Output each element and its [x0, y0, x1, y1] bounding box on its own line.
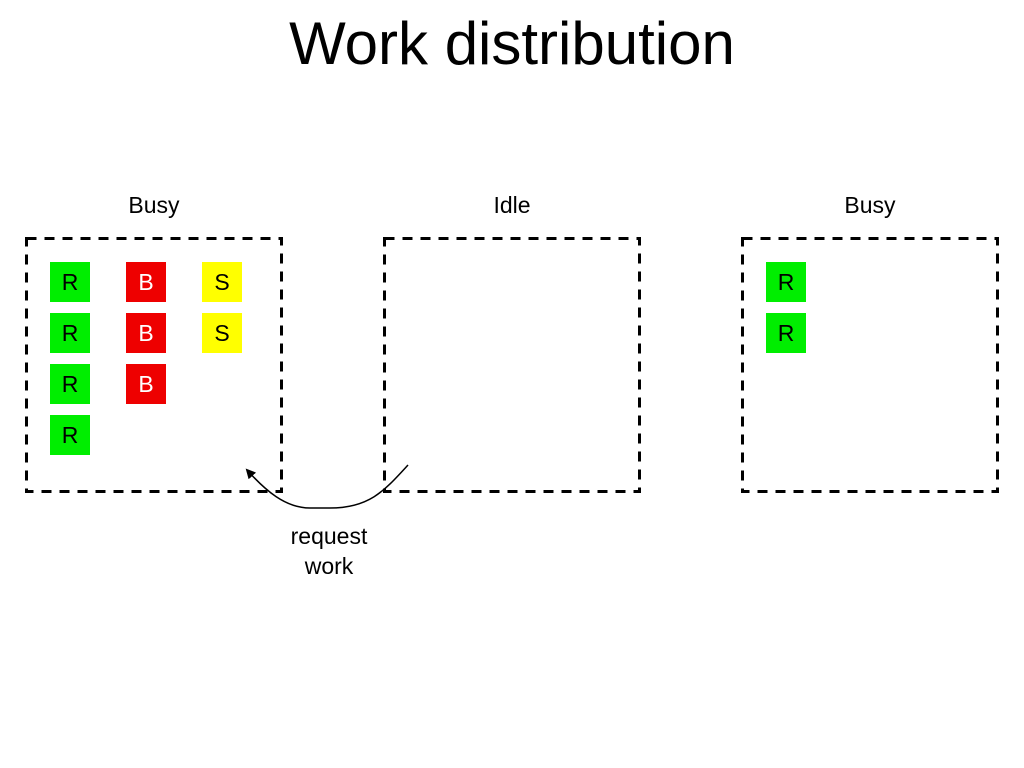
task-R-node-1: R — [50, 415, 90, 455]
node-2-box — [383, 237, 641, 493]
request-work-label: request work — [268, 521, 390, 581]
node-1-status-label: Busy — [128, 192, 180, 218]
task-R-node-1: R — [50, 262, 90, 302]
node-2-status-label: Idle — [493, 192, 531, 218]
task-R-node-1: R — [50, 364, 90, 404]
request-work-arrow-path — [245, 464, 409, 509]
task-B-node-1: B — [126, 313, 166, 353]
node-3-dashed-border — [741, 237, 999, 493]
diagram-title: Work distribution — [289, 10, 735, 77]
task-B-node-1: B — [126, 364, 166, 404]
node-2-dashed-border — [383, 237, 641, 493]
node-1-dashed-border — [25, 237, 283, 493]
task-R-node-3: R — [766, 313, 806, 353]
task-R-node-1: R — [50, 313, 90, 353]
task-S-node-1: S — [202, 262, 242, 302]
task-B-node-1: B — [126, 262, 166, 302]
request-work-label-line1: request — [290, 523, 368, 549]
node-3-status-label: Busy — [844, 192, 896, 218]
task-R-node-3: R — [766, 262, 806, 302]
request-work-label-line2: work — [304, 553, 354, 579]
task-S-node-1: S — [202, 313, 242, 353]
